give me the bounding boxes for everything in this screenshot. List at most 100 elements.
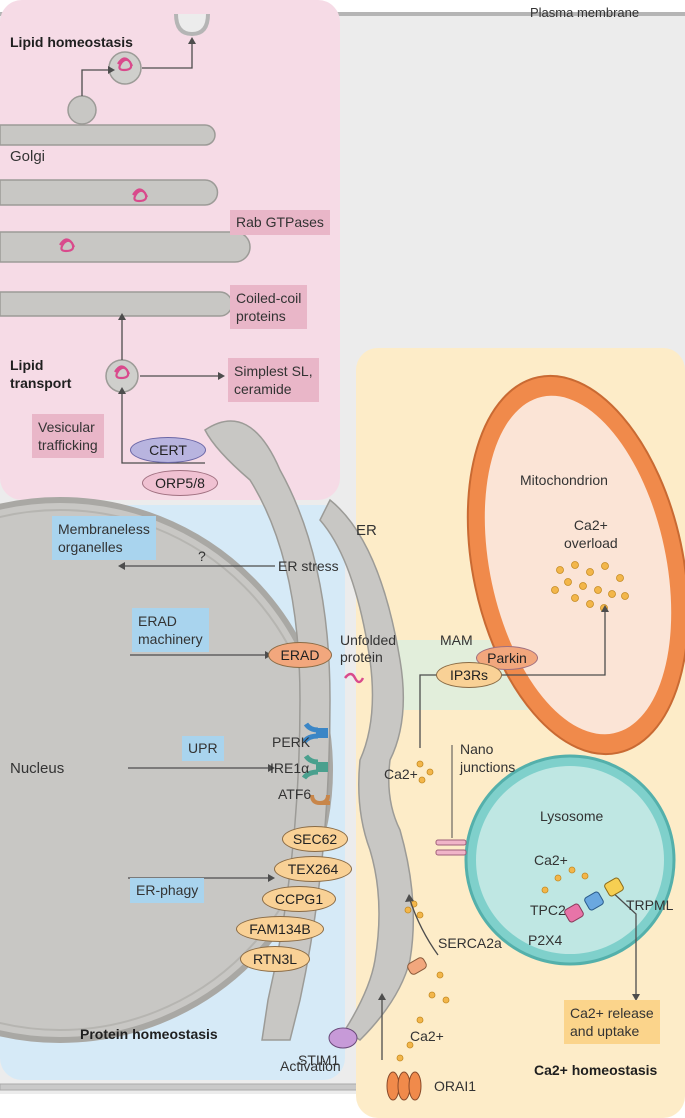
simplest-sl-box: Simplest SL, ceramide	[228, 358, 319, 402]
ca-dot	[608, 590, 616, 598]
cert-protein: CERT	[130, 437, 206, 463]
tether	[435, 839, 467, 846]
lipid-transport-line-1: Lipid	[10, 357, 44, 373]
ca-dot	[601, 562, 609, 570]
ca-dot	[418, 776, 426, 784]
membraneless-box: Membraneless organelles	[52, 516, 156, 560]
p2x4-channel	[564, 903, 584, 923]
ca-dot	[416, 760, 424, 768]
lipid-squiggle	[117, 57, 134, 72]
stim1-label: STIM1	[298, 1052, 340, 1068]
lipid-transport-line-2: transport	[10, 375, 72, 391]
tpc2-channel	[584, 891, 604, 911]
ire1a-body	[316, 762, 328, 772]
tether	[435, 849, 467, 856]
erad-machinery-line-1: ERAD	[138, 613, 177, 629]
arrow-vesicle-to-membrane	[142, 44, 193, 69]
trpml-channel	[604, 877, 624, 897]
fam134b-receptor: FAM134B	[236, 916, 324, 942]
arrowhead	[268, 874, 275, 882]
lipid-homeostasis-title: Lipid homeostasis	[10, 34, 133, 50]
nano-junction-tethers	[435, 745, 467, 856]
vesicular-trafficking-box: Vesicular trafficking	[32, 414, 104, 458]
ca-dot	[594, 586, 602, 594]
p2x4-label: P2X4	[528, 932, 563, 948]
ca-dot	[436, 971, 444, 979]
orai1-channel	[386, 1071, 422, 1101]
ip3rs-receptor: IP3Rs	[436, 662, 502, 688]
erad-machinery-box: ERAD machinery	[132, 608, 209, 652]
orai1-subunit	[386, 1071, 400, 1101]
tpc2-label: TPC2	[530, 902, 566, 918]
golgi-cisterna-3	[0, 231, 251, 263]
ca-dot	[556, 566, 564, 574]
arrow-ip3r	[419, 674, 440, 748]
arrowhead	[601, 605, 609, 612]
arrowhead	[632, 994, 640, 1001]
membraneless-line-2: organelles	[58, 539, 123, 555]
perk-label: PERK	[272, 734, 311, 750]
golgi-cisterna-1	[0, 124, 216, 146]
ca-dot	[404, 906, 412, 914]
ca-dot	[416, 1016, 424, 1024]
lysosome-calcium-dots	[541, 866, 589, 894]
ca-dot	[551, 586, 559, 594]
protein-homeostasis-title: Protein homeostasis	[80, 1026, 218, 1042]
orai1-label: ORAI1	[434, 1078, 477, 1094]
simplest-sl-line-1: Simplest SL,	[234, 363, 313, 379]
arrowhead	[118, 562, 125, 570]
orai1-subunit	[397, 1071, 411, 1101]
arrowheads	[108, 37, 640, 1001]
ca-dot	[571, 561, 579, 569]
ca-dot	[406, 1041, 414, 1049]
ca-dot	[554, 874, 562, 882]
ca-dot	[541, 886, 549, 894]
arrowhead	[118, 313, 126, 320]
coiled-coil-line-1: Coiled-coil	[236, 290, 302, 306]
arrowhead	[218, 372, 225, 380]
er-sheet-outer	[319, 498, 415, 1041]
nano-line-2: junctions	[460, 759, 516, 775]
ire1a-shape	[301, 754, 319, 780]
atf6-receptor	[310, 794, 330, 806]
rab-gtpases-label: Rab GTPases	[236, 214, 324, 230]
er-calcium-dots	[396, 760, 450, 1062]
mito-calcium-dots	[551, 561, 629, 612]
rab-gtpases-box: Rab GTPases	[230, 210, 330, 235]
ca-dot	[428, 991, 436, 999]
ire1a-receptor	[301, 754, 328, 780]
question-mark: ?	[198, 548, 206, 564]
orp58-protein: ORP5/8	[142, 470, 218, 496]
sec62-receptor: SEC62	[282, 826, 348, 852]
ca-dot	[396, 1054, 404, 1062]
erad-machinery-line-2: machinery	[138, 631, 203, 647]
arrowhead	[188, 37, 196, 44]
nano-line-1: Nano	[460, 741, 494, 757]
vesicular-line-2: trafficking	[38, 437, 98, 453]
ca-dot	[416, 911, 424, 919]
arrowhead	[108, 66, 115, 74]
arrowhead	[118, 387, 126, 394]
unfolded-protein-label: Unfolded protein	[340, 632, 396, 666]
er-phagy-box: ER-phagy	[130, 878, 205, 903]
lysosome-lumen	[476, 766, 664, 954]
ca-dot	[586, 568, 594, 576]
perk-receptor	[301, 722, 328, 744]
plasma-membrane-bottom	[0, 1083, 685, 1091]
er-label: ER	[356, 522, 377, 539]
vesicular-line-1: Vesicular	[38, 419, 95, 435]
exocytosis-pit	[174, 13, 210, 37]
arrow-serca	[409, 899, 439, 956]
perk-body	[316, 728, 328, 738]
er-phagy-label: ER-phagy	[136, 882, 199, 898]
activation-label: Activation	[280, 1058, 341, 1074]
plasma-membrane-label: Plasma membrane	[530, 5, 640, 20]
tex264-receptor: TEX264	[274, 856, 352, 882]
golgi-cisterna-4	[0, 291, 233, 317]
atf6-label: ATF6	[278, 786, 312, 802]
ca-release-line-2: and uptake	[570, 1023, 640, 1039]
upr-box: UPR	[182, 736, 224, 761]
ca-dot	[621, 592, 629, 600]
